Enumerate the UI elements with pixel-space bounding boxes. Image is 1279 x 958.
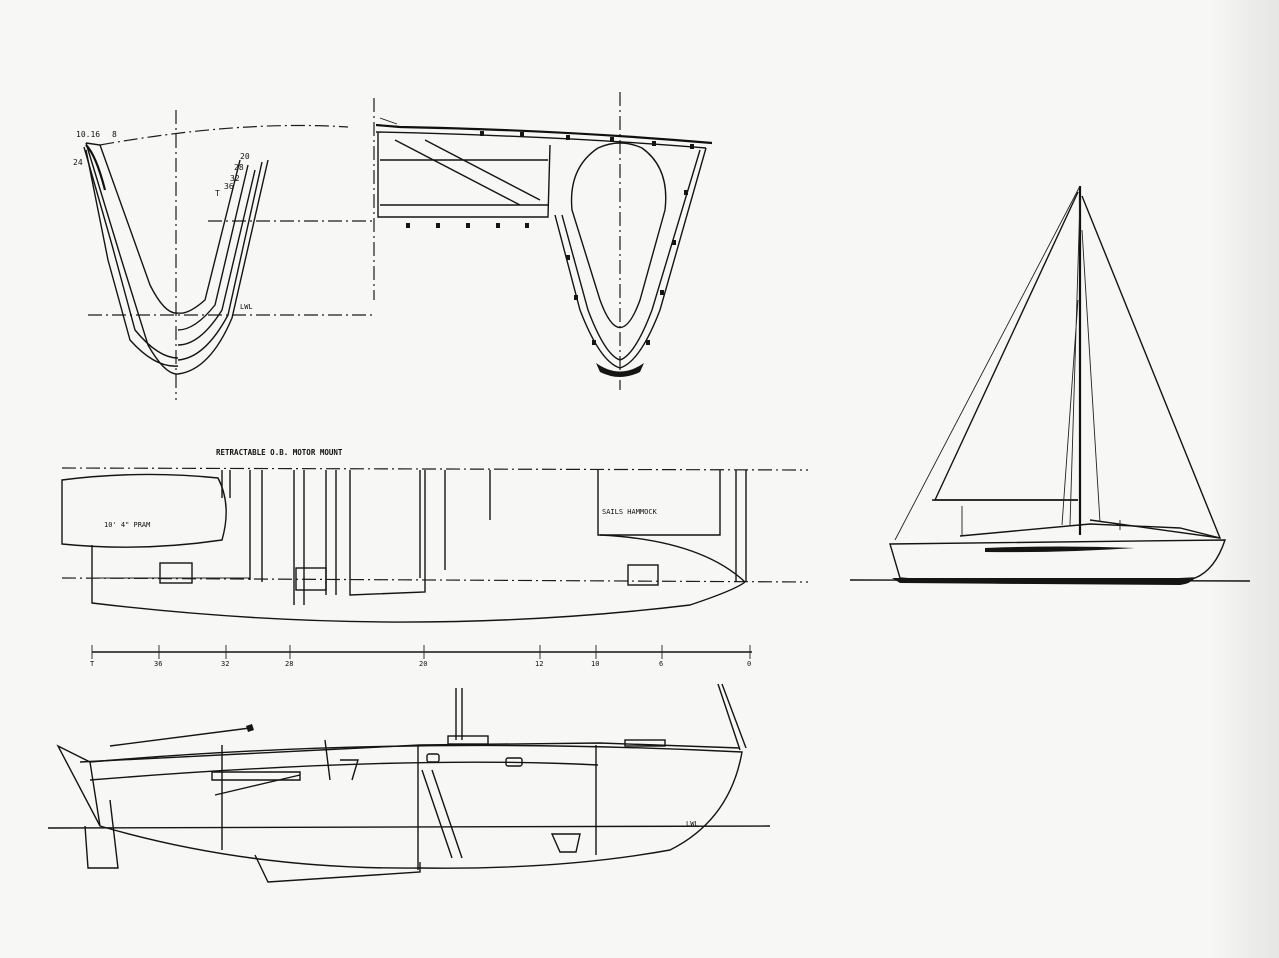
- station-label: 24: [73, 158, 83, 167]
- cabin-sole-line: [89, 761, 599, 781]
- accommodation-plan: 10' 4" PRAM RETRACTABLE O.B. MOTOR MOUNT…: [61, 448, 809, 623]
- sheer-line: [99, 124, 349, 146]
- stanchions: [961, 506, 1121, 536]
- inboard-profile: LWL: [47, 683, 771, 883]
- section-20: [177, 159, 241, 314]
- scale-label: 36: [154, 660, 162, 668]
- deck-beam: [375, 123, 713, 145]
- anchor-well: [627, 564, 659, 586]
- brace-diagonal-2: [424, 139, 541, 201]
- scale-label: 32: [221, 660, 229, 668]
- station-label: 28: [234, 163, 244, 172]
- hull-section-outer: [554, 147, 707, 369]
- section-8: [83, 146, 179, 359]
- pram-outline: [61, 473, 227, 548]
- galley-outline: [293, 470, 426, 605]
- porthole: [505, 757, 523, 767]
- section-28: [177, 164, 249, 331]
- deck-line-sail-plan: [959, 523, 1221, 539]
- bulkhead-main: [419, 470, 446, 578]
- keel: [254, 854, 421, 883]
- station-label: 8: [112, 130, 117, 139]
- engine-stand: [324, 739, 359, 781]
- berth-outline: [377, 133, 551, 218]
- scale-label: 28: [285, 660, 293, 668]
- stove: [295, 567, 327, 591]
- sail-plan-hull: [889, 539, 1226, 584]
- hull-profile: [56, 744, 743, 869]
- forward-hatch: [624, 739, 666, 747]
- mast-stub: [455, 688, 463, 740]
- plan-centerline: [61, 577, 809, 583]
- engine-well: [159, 562, 193, 584]
- companion-ladder: [421, 769, 463, 859]
- page-edge-shadow: [1209, 0, 1279, 958]
- section-transom: [177, 159, 269, 375]
- waterline-label: LWL: [240, 303, 253, 311]
- cockpit-rail: [214, 774, 301, 796]
- profile-waterline-label: LWL: [686, 820, 699, 828]
- frame-ticks: [406, 131, 694, 345]
- bow-curve: [599, 534, 746, 583]
- station-label: 20: [240, 152, 250, 161]
- ballast-keel-outline: [570, 142, 667, 329]
- tiller-end: [246, 724, 254, 732]
- section-36: [177, 161, 263, 361]
- scale-ticks: [91, 645, 751, 659]
- bow-pulpit: [717, 683, 747, 751]
- station-label: 32: [230, 174, 240, 183]
- bulkhead-aft: [249, 470, 263, 582]
- hatch: [447, 735, 489, 745]
- plan-centerline-top: [61, 467, 809, 471]
- sheer-edge-left: [85, 144, 107, 191]
- profile-bulkheads: [221, 745, 597, 870]
- hull-outline-plan: [91, 545, 746, 623]
- cabin-edge: [379, 117, 398, 125]
- forepeak-locker: [597, 470, 721, 536]
- porthole: [426, 753, 440, 763]
- hammock-label: SAILS HAMMOCK: [602, 508, 658, 516]
- section-32: [177, 169, 256, 346]
- scale-label: 0: [747, 660, 751, 668]
- bulkhead-forward: [735, 470, 747, 582]
- jib: [1081, 195, 1222, 539]
- sail-plan: [849, 185, 1251, 585]
- station-scale: T 36 32 28 20 12 10 6 0: [90, 645, 752, 668]
- head-fixture: [550, 833, 581, 853]
- cockpit-seat: [211, 771, 301, 781]
- rudder: [84, 799, 119, 869]
- shrouds: [1061, 199, 1101, 526]
- profile-waterline: [47, 825, 771, 829]
- scale-label: T: [90, 660, 95, 668]
- transom: [89, 761, 101, 827]
- scale-label: 12: [535, 660, 543, 668]
- station-label: 10.16: [76, 130, 100, 139]
- scale-label: 6: [659, 660, 663, 668]
- hull-section-inner: [561, 149, 701, 361]
- backstay: [894, 185, 1081, 541]
- motor-mount-bracket: [221, 470, 231, 498]
- cabin-window-stripe: [985, 546, 1135, 553]
- station-label: 36: [224, 182, 234, 191]
- mainsail: [933, 191, 1079, 501]
- boot-top: [892, 578, 1195, 585]
- tiller-profile: [109, 727, 251, 747]
- ballast-keel-bottom: [596, 363, 644, 377]
- pram-label: 10' 4" PRAM: [104, 521, 150, 529]
- section-24: [85, 149, 179, 367]
- station-label: T: [215, 189, 220, 198]
- section-16: [85, 142, 179, 375]
- construction-section: [373, 92, 713, 390]
- section-10: [85, 142, 179, 314]
- scale-label: 20: [419, 660, 427, 668]
- scale-label: 10: [591, 660, 599, 668]
- motor-mount-label: RETRACTABLE O.B. MOTOR MOUNT: [216, 448, 343, 457]
- brace-diagonal-1: [394, 139, 521, 206]
- body-plan: 10.16 8 24 20 28 32 36 T LWL: [73, 110, 375, 400]
- cabin-top: [79, 742, 741, 763]
- deck-underside: [375, 131, 707, 149]
